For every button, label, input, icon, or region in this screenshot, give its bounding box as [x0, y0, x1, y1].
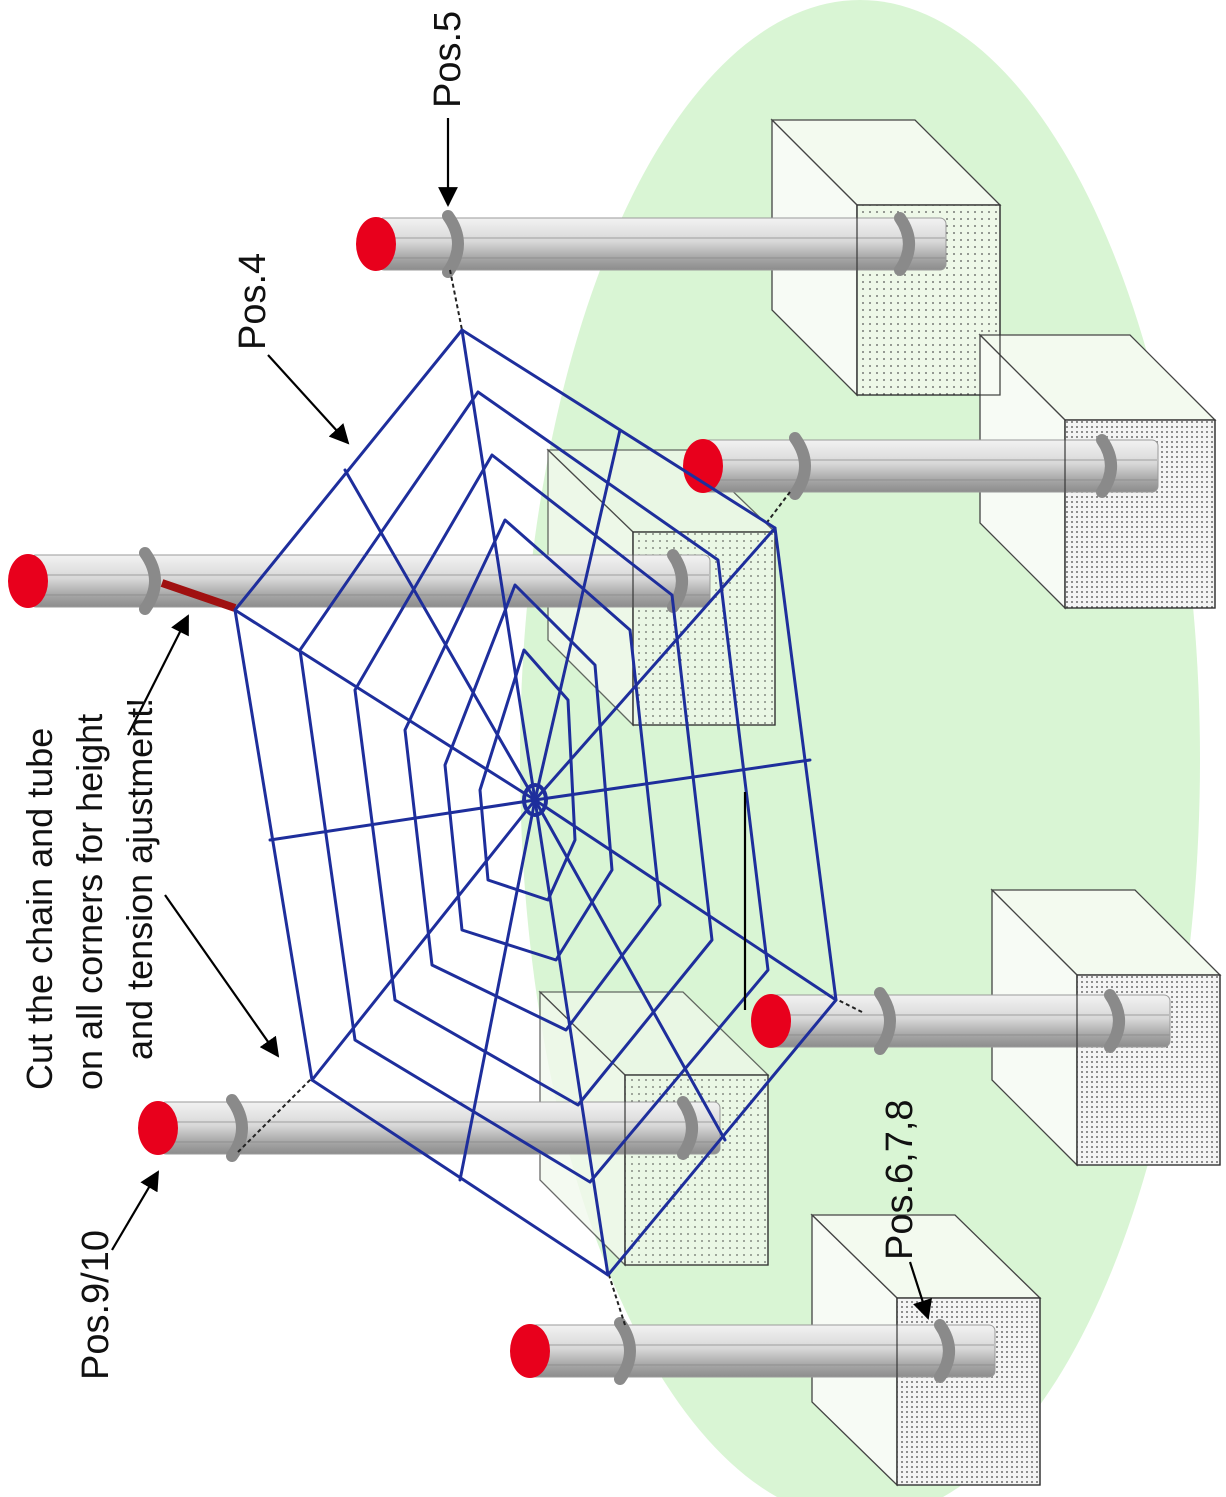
label-pos678: Pos.6,7,8 [879, 1099, 921, 1260]
note-line-1: Cut the chain and tube [19, 728, 60, 1090]
pole-3 [8, 547, 711, 615]
spider-web-net [233, 328, 838, 1277]
chains [237, 269, 863, 1326]
pole-cap [8, 554, 48, 608]
pole-1 [356, 210, 947, 278]
pole-cap [510, 1324, 550, 1378]
pole-2 [683, 432, 1159, 500]
pole-6 [510, 1317, 996, 1385]
label-pos910: Pos.9/10 [75, 1230, 117, 1380]
pole-cap [356, 217, 396, 271]
note-line-3: and tension ajustment! [119, 698, 160, 1060]
pole-cap [751, 994, 791, 1048]
pole-cap [138, 1101, 178, 1155]
annotation-arrows [111, 118, 932, 1320]
cut-chain-segment [160, 579, 237, 612]
pole-4 [751, 987, 1171, 1055]
pole-cap [683, 439, 723, 493]
label-pos4: Pos.4 [232, 253, 274, 350]
note-line-2: on all corners for height [69, 714, 110, 1090]
label-pos5: Pos.5 [427, 11, 469, 108]
pole-5 [138, 1094, 721, 1162]
